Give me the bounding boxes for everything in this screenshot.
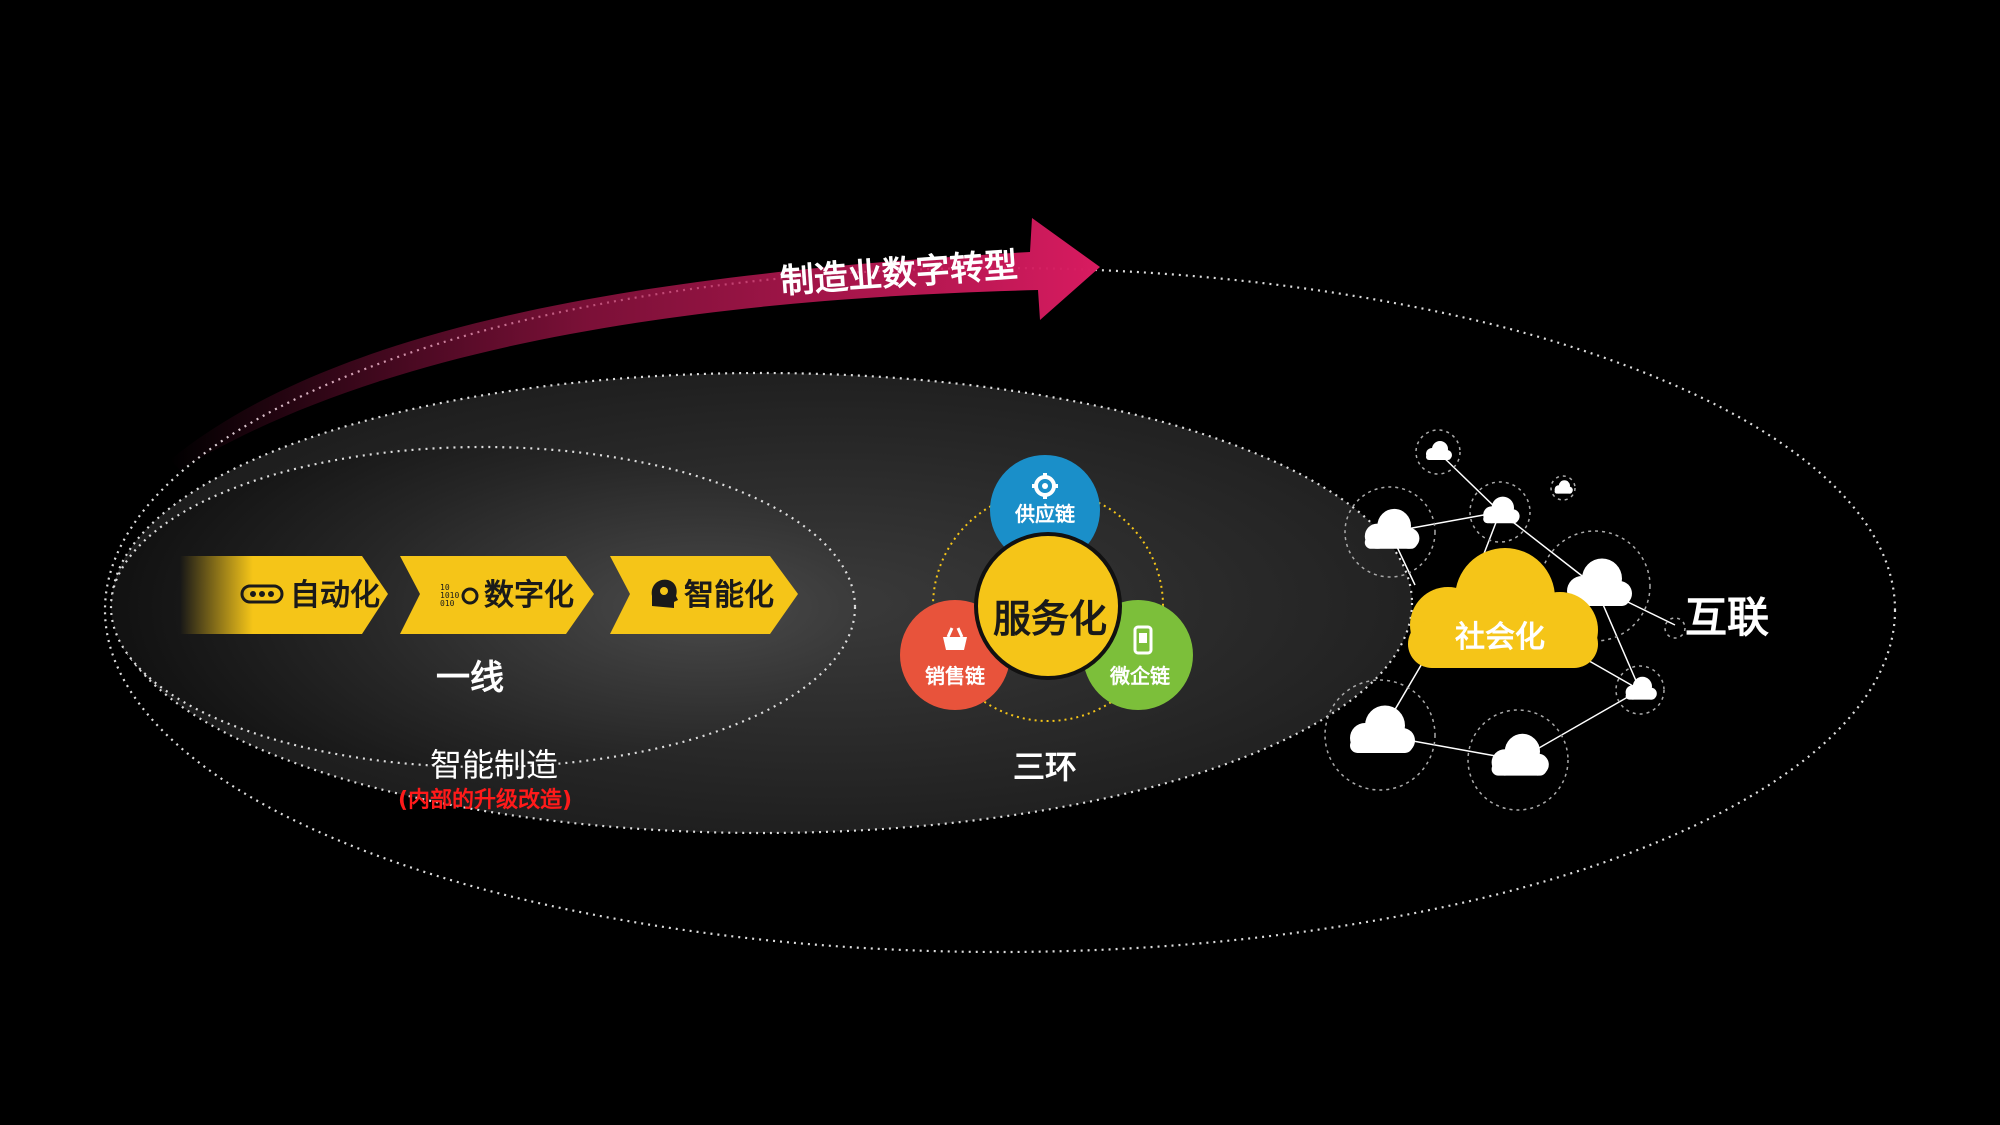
- social-cloud-label: 社会化: [1455, 620, 1545, 655]
- intelligence-arrow-label: 智能化: [684, 578, 774, 613]
- inner-ring-caption: 一线: [436, 658, 504, 698]
- svg-text:010: 010: [440, 599, 455, 608]
- basket-icon: [943, 627, 967, 650]
- gear-icon: [1032, 473, 1058, 499]
- trend-arrow: [170, 218, 1100, 470]
- head-gear-icon: [651, 579, 678, 608]
- service-cluster: [900, 455, 1193, 722]
- middle-ring-title: 智能制造: [430, 746, 559, 784]
- digitization-arrow-label: 数字化: [484, 578, 574, 613]
- outer-ring: [103, 266, 1897, 954]
- outer-ring-caption: 互联: [1685, 593, 1770, 642]
- sales-chain-label: 销售链: [925, 664, 985, 688]
- digitization-arrow: [400, 556, 594, 634]
- binary-gear-icon: 10 1010 010: [440, 583, 479, 608]
- svg-text:10: 10: [440, 583, 450, 592]
- service-center-label: 服务化: [992, 597, 1107, 641]
- automation-arrow-label: 自动化: [290, 578, 380, 613]
- svg-text:1010: 1010: [440, 591, 459, 600]
- cloud-halos: [1324, 429, 1686, 811]
- middle-ring-note: (内部的升级改造): [398, 788, 573, 813]
- social-cloud: [1408, 548, 1598, 668]
- micro-enterprise-chain-label: 微企链: [1110, 664, 1170, 688]
- phone-icon: [1133, 625, 1153, 655]
- pill-chain-icon: [240, 584, 284, 604]
- automation-arrow: [180, 556, 388, 634]
- service-center-circle: [974, 532, 1122, 680]
- intelligence-arrow: [610, 556, 798, 634]
- supply-chain-label: 供应链: [1015, 502, 1075, 526]
- middle-ring-caption: 三环: [1013, 748, 1078, 786]
